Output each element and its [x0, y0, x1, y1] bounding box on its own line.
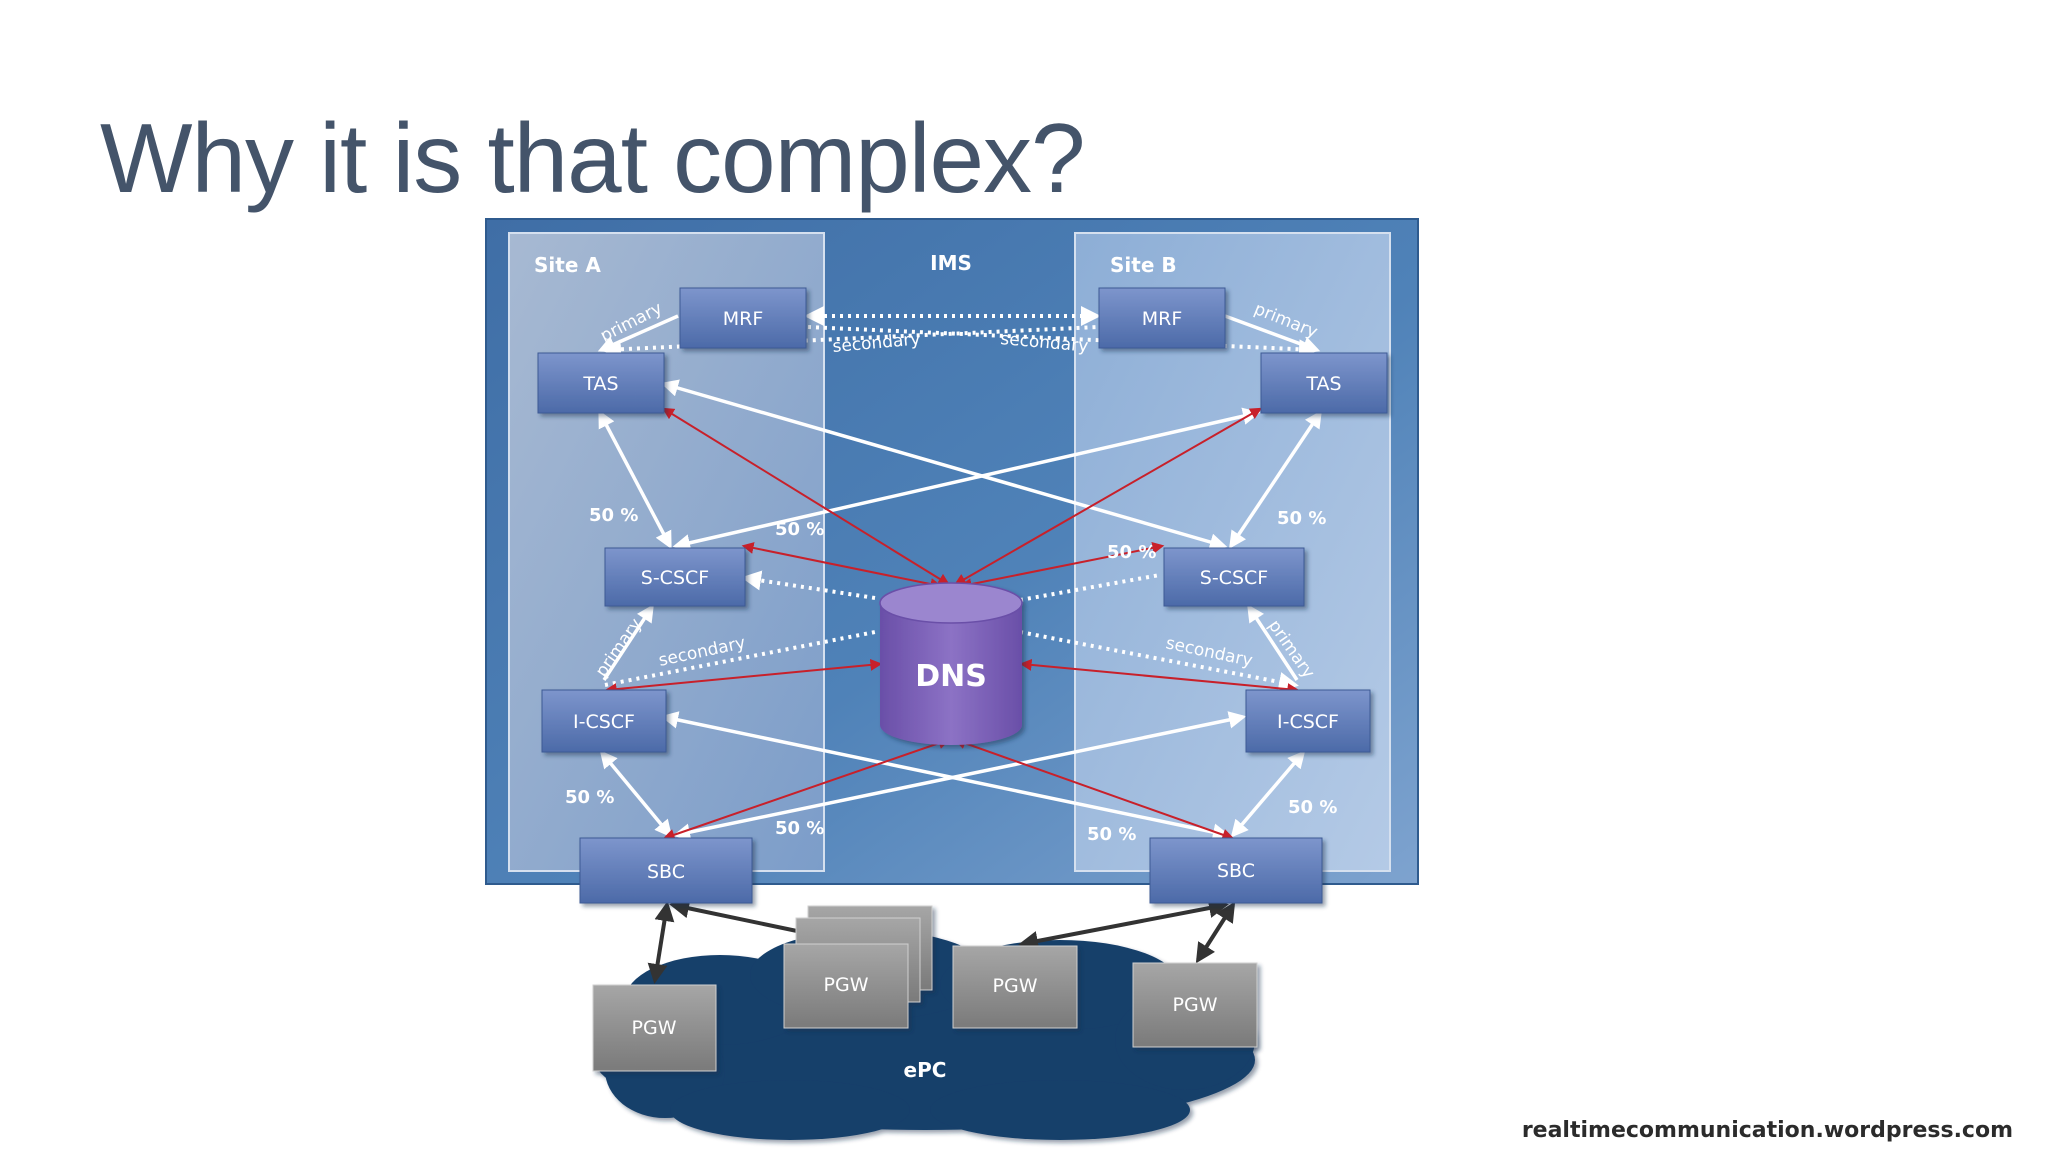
label-pct-b-tas-local: 50 %	[1277, 508, 1326, 529]
link-sbc-a-pgw-1	[647, 901, 675, 984]
label-pct-a-tas-local: 50 %	[589, 505, 638, 526]
link-scscf-a-tas-a	[598, 409, 672, 550]
pgw-3-label: PGW	[993, 975, 1038, 997]
node-scscf-a: S-CSCF	[604, 547, 746, 607]
svg-text:SBC: SBC	[647, 861, 685, 883]
link-sbc-b-pgw-3	[1018, 898, 1229, 951]
link-sbc-a-icscf-a	[599, 750, 673, 838]
link-mrf-b-tas-b	[1224, 314, 1321, 354]
svg-text:I-CSCF: I-CSCF	[1277, 711, 1339, 733]
node-mrf-b: MRF	[1098, 287, 1226, 349]
svg-text:TAS: TAS	[582, 373, 618, 395]
node-scscf-b: S-CSCF	[1163, 547, 1305, 607]
node-icscf-b: I-CSCF	[1245, 689, 1371, 753]
svg-text:I-CSCF: I-CSCF	[573, 711, 635, 733]
node-pgw-2-stack: PGW	[783, 905, 933, 1029]
site-b-label: Site B	[1110, 253, 1177, 277]
svg-text:SBC: SBC	[1217, 860, 1255, 882]
node-pgw-1: PGW	[592, 984, 717, 1072]
pgw-1-label: PGW	[632, 1017, 677, 1039]
dns-link-scscf-b	[959, 541, 1165, 591]
label-pct-b-tas-cross: 50 %	[1107, 542, 1156, 563]
percentage-labels: 50 % 50 % 50 % 50 % 50 % 50 % 50 % 50 %	[565, 505, 1337, 845]
dns-label: DNS	[915, 659, 987, 694]
link-sbc-b-icscf-b	[1230, 750, 1306, 838]
slide-title: Why it is that complex?	[100, 103, 1086, 213]
svg-text:MRF: MRF	[723, 308, 764, 330]
network-nodes: MRF MRF TAS TAS S-CSCF S-CSCF I-CSCF I-	[537, 287, 1388, 904]
node-pgw-3: PGW	[952, 945, 1078, 1029]
dns-link-sbc-b	[953, 737, 1235, 841]
dns-link-icscf-a	[604, 658, 883, 696]
pgw-nodes: PGW PGW PGW PGW	[592, 905, 1258, 1072]
label-pct-b-sbc-cross: 50 %	[1087, 824, 1136, 845]
node-tas-b: TAS	[1260, 352, 1388, 414]
svg-text:S-CSCF: S-CSCF	[641, 567, 709, 589]
link-sbc-b-pgw-4	[1195, 901, 1236, 964]
label-pct-a-tas-cross: 50 %	[775, 519, 824, 540]
pgw-4-label: PGW	[1173, 994, 1218, 1016]
node-tas-a: TAS	[537, 352, 665, 414]
label-pct-b-sbc-local: 50 %	[1288, 797, 1337, 818]
node-icscf-a: I-CSCF	[541, 689, 667, 753]
node-sbc-a: SBC	[579, 837, 753, 904]
site-a-label: Site A	[534, 253, 601, 277]
node-mrf-a: MRF	[679, 287, 807, 349]
dns-database: DNS	[879, 582, 1023, 745]
epc-label: ePC	[904, 1058, 947, 1082]
dns-link-scscf-a	[741, 542, 943, 590]
ims-label: IMS	[930, 251, 972, 275]
pgw-2-label: PGW	[824, 974, 869, 996]
node-pgw-4: PGW	[1132, 962, 1258, 1048]
dns-link-icscf-b	[1019, 658, 1300, 696]
svg-text:TAS: TAS	[1305, 373, 1341, 395]
link-icscf-a-dns	[604, 630, 876, 687]
source-credit: realtimecommunication.wordpress.com	[1521, 1118, 2013, 1143]
node-sbc-b: SBC	[1149, 837, 1323, 904]
dns-links	[604, 407, 1300, 841]
label-pct-a-sbc-cross: 50 %	[775, 818, 824, 839]
svg-text:MRF: MRF	[1142, 308, 1183, 330]
link-mrf-a-tas-a	[597, 314, 679, 353]
dns-link-sbc-a	[662, 737, 951, 841]
svg-text:S-CSCF: S-CSCF	[1200, 567, 1268, 589]
label-pct-a-sbc-local: 50 %	[565, 787, 614, 808]
